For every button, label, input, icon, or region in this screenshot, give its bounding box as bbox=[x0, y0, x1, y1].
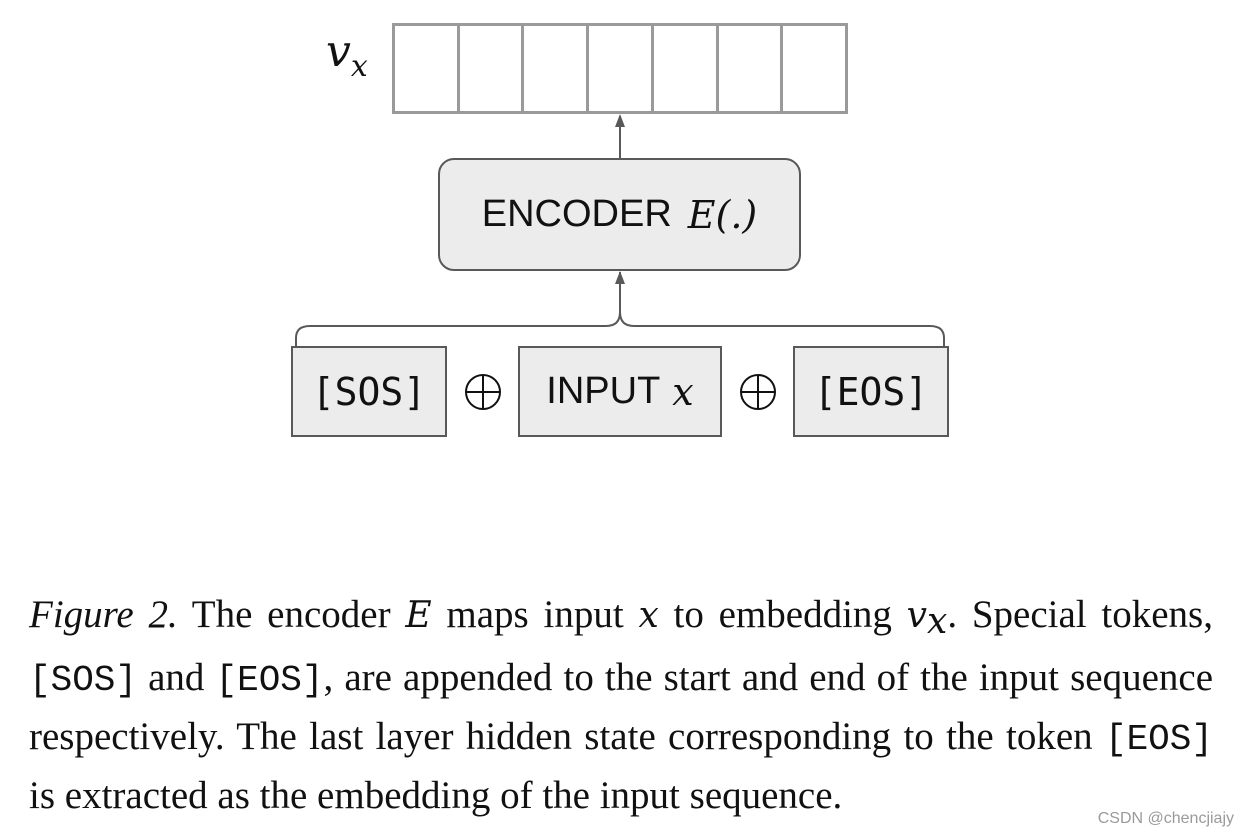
caption-text: is extracted as the embedding of the inp… bbox=[29, 774, 843, 817]
vector-cell bbox=[654, 26, 719, 111]
output-subscript: x bbox=[350, 49, 368, 84]
caption-math-v-subscript: x bbox=[927, 601, 948, 642]
sos-token-label: [SOS] bbox=[311, 369, 427, 414]
input-token-variable: x bbox=[672, 369, 694, 414]
arrowhead-encoder-to-vector bbox=[615, 114, 625, 127]
vector-cell bbox=[783, 26, 845, 111]
caption-eos-token: [EOS] bbox=[1104, 719, 1213, 760]
caption-text: maps input bbox=[431, 593, 639, 636]
vector-cell bbox=[524, 26, 590, 111]
caption-math-x: x bbox=[638, 595, 659, 636]
vector-cell bbox=[719, 26, 784, 111]
output-embedding-vector bbox=[392, 23, 848, 114]
concat-operator-icon bbox=[465, 374, 501, 410]
arrowhead-brace-to-encoder bbox=[615, 271, 625, 284]
output-symbol: v bbox=[326, 26, 351, 77]
caption-text: The encoder bbox=[177, 593, 406, 636]
caption-eos-token: [EOS] bbox=[215, 660, 324, 701]
vector-cell bbox=[460, 26, 525, 111]
encoder-label: ENCODER bbox=[481, 193, 672, 235]
encoder-diagram: vx ENCODER E(.) [SOS] INPUT x [EOS] bbox=[291, 23, 949, 437]
caption-math-v: v bbox=[906, 595, 928, 636]
encoder-function: E(.) bbox=[687, 192, 758, 237]
concat-operator-icon bbox=[740, 374, 776, 410]
caption-sos-token: [SOS] bbox=[29, 660, 138, 701]
vector-cell bbox=[395, 26, 460, 111]
caption-math-e: E bbox=[405, 595, 432, 636]
output-embedding-label: vx bbox=[326, 30, 368, 89]
eos-token-box: [EOS] bbox=[793, 346, 949, 437]
input-token-box: INPUT x bbox=[518, 346, 722, 437]
figure-label: Figure 2. bbox=[29, 593, 178, 636]
input-brace bbox=[295, 311, 945, 346]
caption-text: to embedding bbox=[658, 593, 907, 636]
caption-text: and bbox=[137, 656, 216, 699]
eos-token-label: [EOS] bbox=[813, 369, 929, 414]
caption-text: . Special tokens, bbox=[947, 593, 1213, 636]
vector-cell bbox=[589, 26, 654, 111]
encoder-box: ENCODER E(.) bbox=[438, 158, 801, 271]
input-token-label: INPUT bbox=[546, 370, 661, 412]
watermark: CSDN @chencjiajy bbox=[1097, 810, 1234, 827]
figure-caption: Figure 2. The encoder E maps input x to … bbox=[29, 587, 1213, 824]
sos-token-box: [SOS] bbox=[291, 346, 447, 437]
caption-text: , are appended to the start and end of t… bbox=[29, 656, 1213, 758]
diagram-connectors bbox=[295, 114, 945, 346]
